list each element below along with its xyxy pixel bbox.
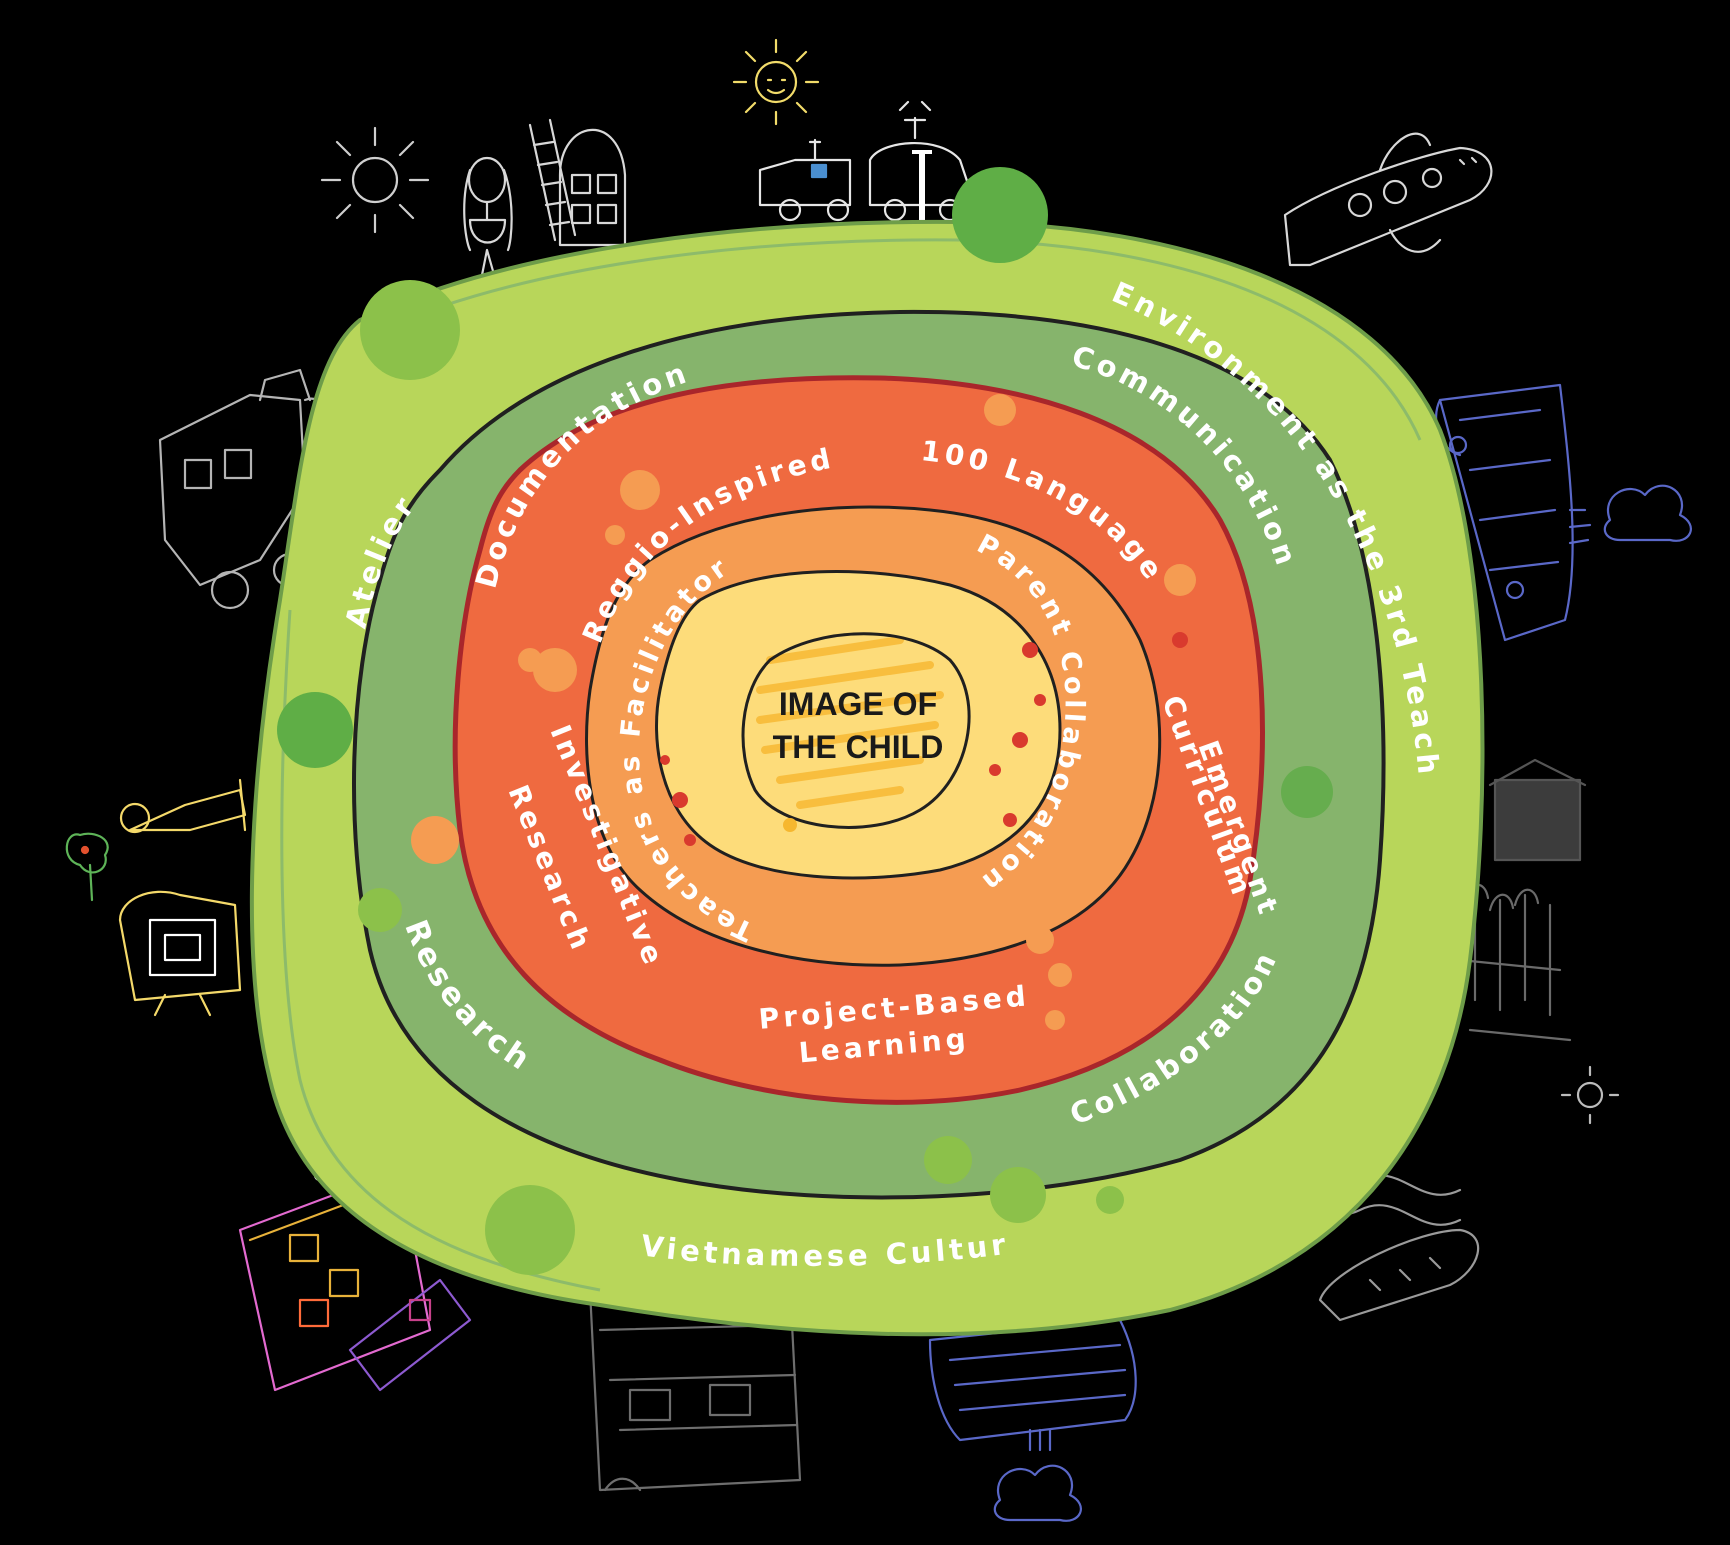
scribble-center [756, 636, 944, 809]
center-title-line2: THE CHILD [773, 729, 944, 765]
plane-doodle [1283, 132, 1493, 267]
cloud-doodle-bottom [993, 1428, 1082, 1522]
green-blobs [277, 167, 1333, 1275]
sun-doodle [732, 38, 820, 126]
house-doodle-top-left [528, 118, 627, 247]
girl-doodle [463, 156, 513, 287]
sun-doodle-left [320, 126, 430, 234]
car-doodle-1 [758, 138, 852, 222]
house-doodle-left [118, 890, 242, 1017]
sun-doodle-right [1560, 1065, 1620, 1125]
center-title-line1: IMAGE OF [779, 686, 937, 722]
bus-doodle-right [1435, 383, 1574, 642]
center-outline [741, 632, 971, 829]
house-doodle-right [1488, 758, 1587, 862]
cloud-doodle-right [1568, 484, 1692, 545]
child-doodle-left [65, 778, 247, 902]
inner-ring [655, 570, 1062, 880]
paint-splats [411, 394, 1196, 1030]
